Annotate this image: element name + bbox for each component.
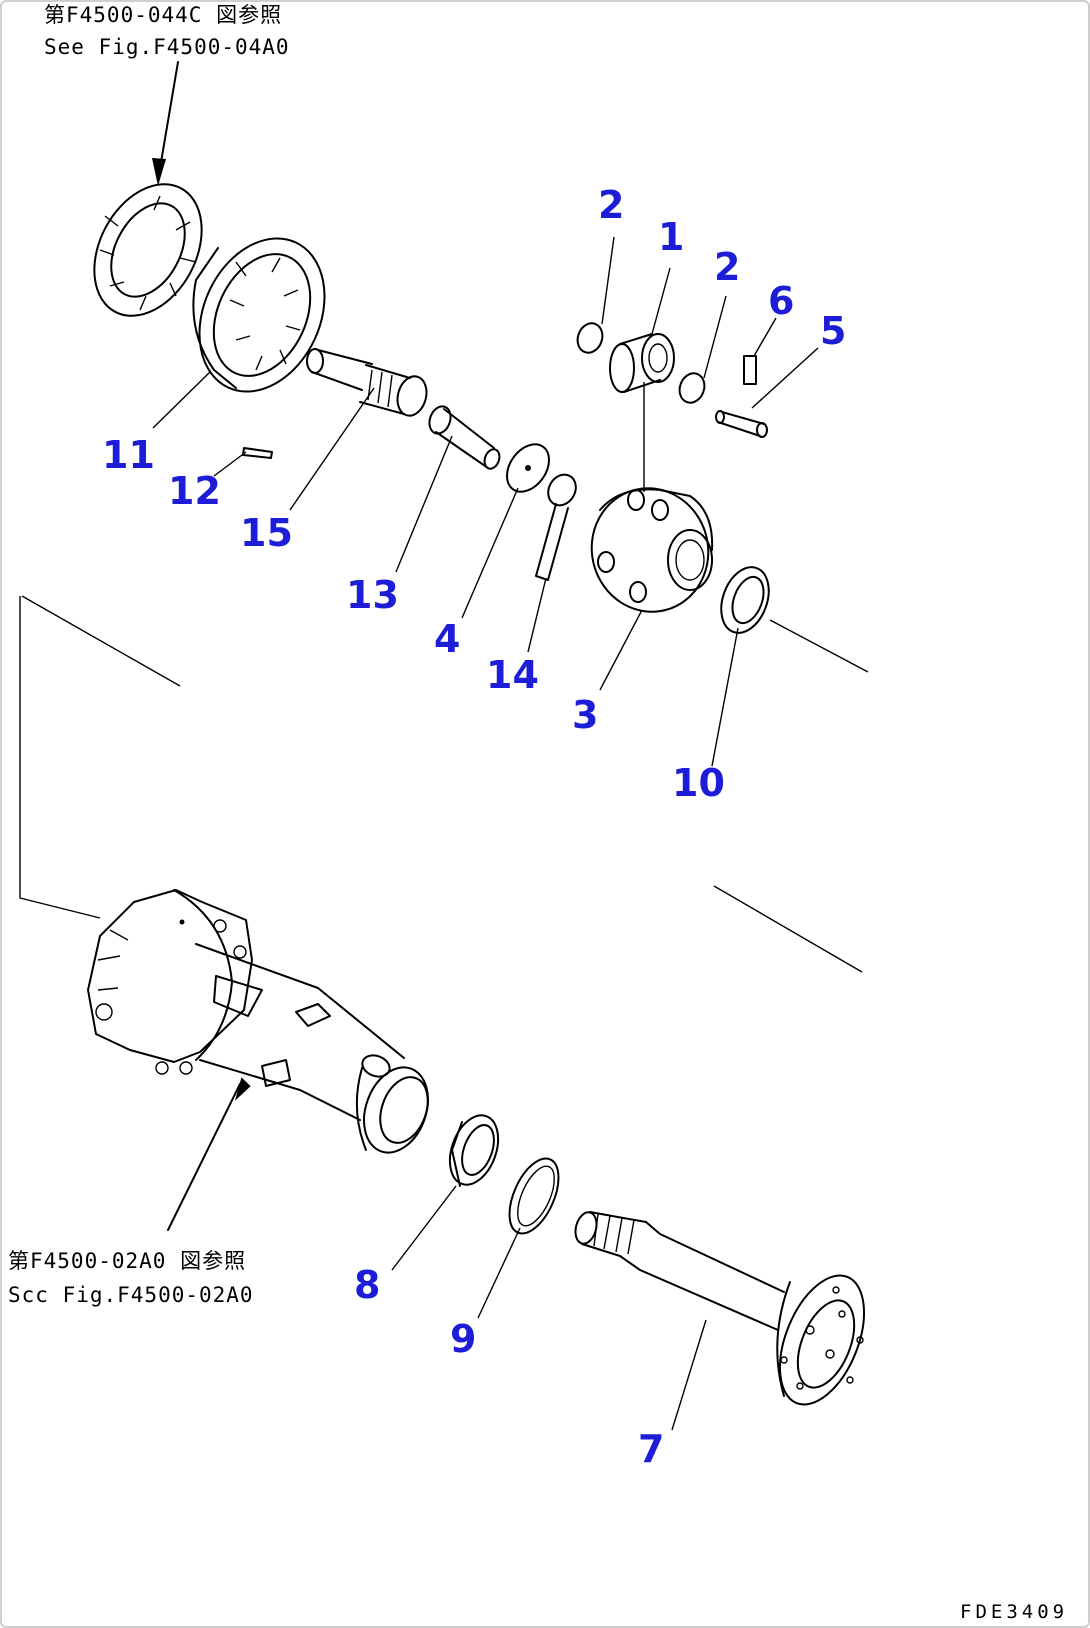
ref-bottom-leader [167, 1083, 241, 1231]
callout-10: 10 [672, 761, 725, 805]
axis-centerline-right [769, 619, 869, 673]
callout-9: 9 [450, 1317, 476, 1361]
leader-lines [152, 236, 819, 1431]
part-6-pin [743, 355, 757, 385]
part-3-diff-case [590, 487, 714, 613]
callout-11: 11 [102, 433, 155, 477]
part-15-shaft [306, 348, 428, 417]
callout-3: 3 [572, 693, 598, 737]
callout-2-lower: 2 [714, 245, 740, 289]
callout-15: 15 [240, 511, 293, 555]
part-14-pin [535, 473, 577, 581]
ref-bottom-jp: 第F4500-02A0 図参照 [8, 1249, 246, 1273]
part-8-bearing [448, 1114, 500, 1187]
callout-6: 6 [768, 279, 794, 323]
housing-guide-top [21, 595, 181, 687]
part-2-upper-gear [576, 322, 604, 354]
ref-bottom-en: Scc Fig.F4500-02A0 [8, 1283, 254, 1307]
callout-12: 12 [168, 469, 221, 513]
callout-8: 8 [354, 1263, 380, 1307]
callout-7: 7 [638, 1427, 664, 1471]
part-1-gear [609, 333, 675, 393]
part-5-shaft [715, 410, 768, 438]
callout-13: 13 [346, 573, 399, 617]
part-13-pinion-shaft [428, 405, 501, 470]
part-10-bearing [720, 566, 770, 634]
callout-4: 4 [434, 617, 460, 661]
part-9-seal [508, 1157, 560, 1235]
ring-gear-part [93, 183, 203, 317]
callout-5: 5 [820, 309, 846, 353]
part-2-lower-gear [678, 372, 706, 404]
callout-1: 1 [658, 215, 684, 259]
ref-top-arrowhead [152, 158, 166, 186]
ref-top-en: See Fig.F4500-04A0 [44, 35, 290, 59]
callout-14: 14 [486, 653, 539, 697]
part-11-ring [192, 237, 326, 393]
housing-guide-right [713, 885, 863, 973]
housing-guide-left [19, 596, 101, 919]
axle-housing [87, 889, 429, 1154]
ref-top-jp: 第F4500-044C 図参照 [44, 3, 282, 27]
callout-2-upper: 2 [598, 183, 624, 227]
part-7-axle-shaft [574, 1211, 865, 1406]
ref-bottom-arrowhead [234, 1077, 251, 1101]
drawing-code: FDE3409 [960, 1601, 1068, 1623]
part-12-pin [242, 447, 273, 459]
part-4-washer [506, 443, 550, 493]
